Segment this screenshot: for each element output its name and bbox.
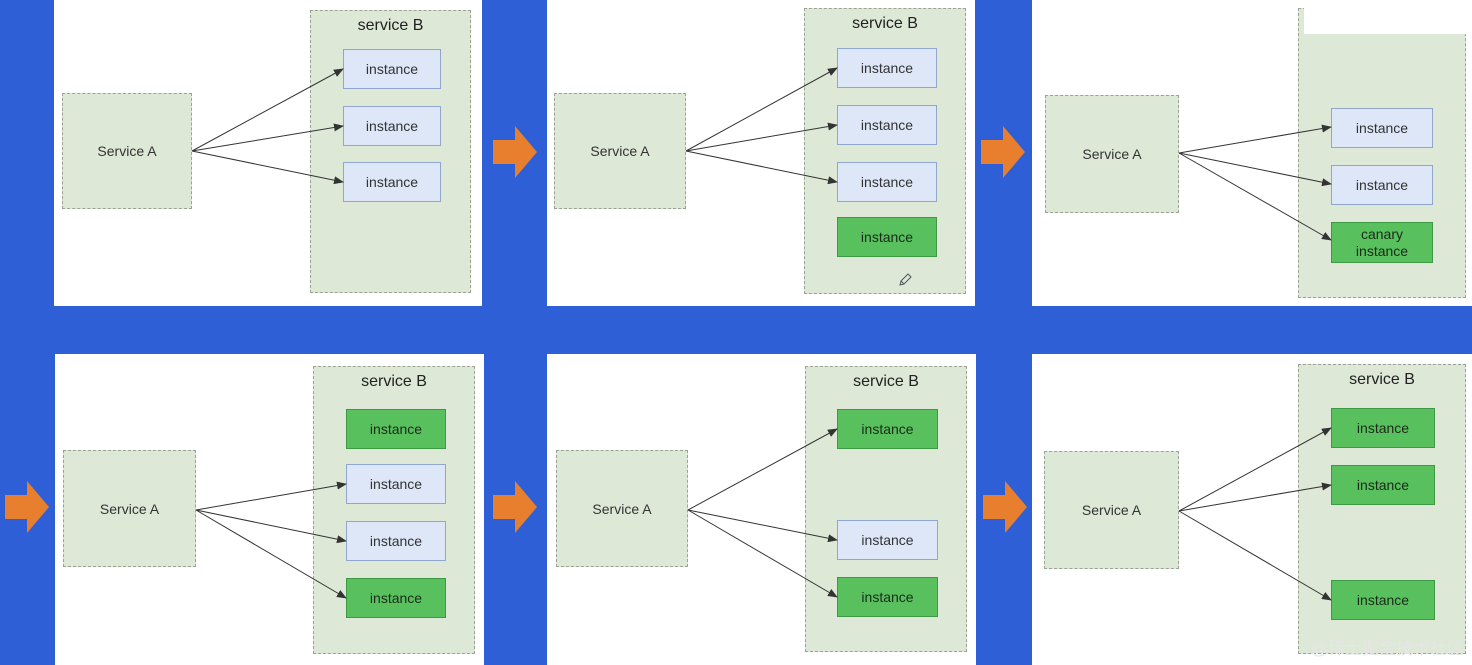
old-instance: instance xyxy=(343,49,441,89)
old-instance: instance xyxy=(837,48,937,88)
old-instance: instance xyxy=(1331,108,1433,148)
old-instance: instance xyxy=(837,105,937,145)
new-instance: instance xyxy=(837,409,938,449)
new-instance: instance xyxy=(1331,580,1435,620)
step-arrow-icon xyxy=(5,481,49,533)
step-arrow-icon xyxy=(983,481,1027,533)
canary-instance: canary instance xyxy=(1331,222,1433,263)
service-b-label: service B xyxy=(852,15,918,32)
service-b-label: service B xyxy=(1349,371,1415,388)
service-b-label: service B xyxy=(853,373,919,390)
new-instance: instance xyxy=(1331,408,1435,448)
old-instance: instance xyxy=(343,106,441,146)
step-1-panel: Service A service B instance instance in… xyxy=(54,0,482,306)
service-a-label: Service A xyxy=(97,143,157,159)
new-instance: instance xyxy=(1331,465,1435,505)
service-b-label: service B xyxy=(361,373,427,390)
old-instance: instance xyxy=(1331,165,1433,205)
step-4-panel: Service A service B instance instance in… xyxy=(55,354,484,665)
service-a-label: Service A xyxy=(1081,502,1142,518)
service-a-box: Service A xyxy=(62,93,192,209)
service-a-box: Service A xyxy=(63,450,196,567)
service-a-label: Service A xyxy=(590,143,650,159)
watermark-text: @稀土掘金技术社区 xyxy=(1310,639,1464,658)
new-instance: instance xyxy=(837,577,938,617)
step-6-panel: Service A service B instance instance in… xyxy=(1032,354,1472,665)
old-instance: instance xyxy=(837,520,938,560)
white-patch xyxy=(1304,0,1470,34)
service-a-box: Service A xyxy=(554,93,686,209)
canary-label: canary xyxy=(1360,225,1404,242)
old-instance: instance xyxy=(837,162,937,202)
step-3-panel: Service A instance instance canary insta… xyxy=(1032,0,1472,306)
step-5-panel: Service A service B instance instance in… xyxy=(547,354,976,665)
service-a-label: Service A xyxy=(592,500,652,517)
service-a-box: Service A xyxy=(1044,451,1179,569)
old-instance: instance xyxy=(346,464,446,504)
service-b-label: service B xyxy=(357,17,424,34)
new-instance: instance xyxy=(346,409,446,449)
old-instance: instance xyxy=(343,162,441,202)
service-a-box: Service A xyxy=(1045,95,1179,213)
old-instance: instance xyxy=(346,521,446,561)
step-2-panel: Service A service B instance instance in… xyxy=(547,0,975,306)
service-a-label: Service A xyxy=(1082,146,1142,162)
step-arrow-icon xyxy=(493,126,537,178)
new-instance: instance xyxy=(346,578,446,618)
new-instance: instance xyxy=(837,217,937,257)
service-a-label: Service A xyxy=(99,500,160,517)
step-arrow-icon xyxy=(981,126,1025,178)
step-arrow-icon xyxy=(493,481,537,533)
pencil-icon xyxy=(899,273,912,286)
canary-instance-label: instance xyxy=(1355,242,1409,259)
service-a-box: Service A xyxy=(556,450,688,567)
